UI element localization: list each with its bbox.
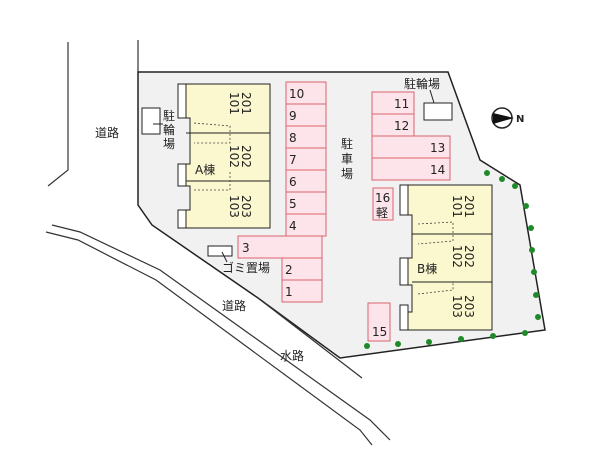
unit-b-202[interactable]: 202 xyxy=(462,245,476,268)
bike-parking-top xyxy=(423,89,453,121)
unit-b-102[interactable]: 102 xyxy=(450,245,464,268)
north-arrow-icon xyxy=(491,107,514,129)
bike-parking-left-label-1: 駐 xyxy=(163,108,175,123)
north-label: N xyxy=(516,114,524,125)
parking-space-4[interactable]: 4 xyxy=(289,219,297,233)
building-b-units: 201 101 202 102 203 103 xyxy=(450,195,476,318)
unit-b-203[interactable]: 203 xyxy=(462,295,476,318)
waterway-label: 水路 xyxy=(280,348,304,363)
parking-space-12[interactable]: 12 xyxy=(394,119,409,133)
unit-a-201[interactable]: 201 xyxy=(239,92,253,115)
parking-space-15[interactable]: 15 xyxy=(372,325,387,339)
road-label-bottom: 道路 xyxy=(222,298,246,313)
unit-b-201[interactable]: 201 xyxy=(462,195,476,218)
bottom-road xyxy=(45,224,391,446)
parking-space-16[interactable]: 16 xyxy=(375,191,390,205)
building-a[interactable] xyxy=(177,83,271,229)
parking-column-left xyxy=(237,81,327,303)
parking-space-16-kei: 軽 xyxy=(376,206,388,220)
bike-parking-left-label-3: 場 xyxy=(163,137,175,151)
parking-space-3[interactable]: 3 xyxy=(242,241,250,255)
parking-space-8[interactable]: 8 xyxy=(289,131,297,145)
parking-space-7[interactable]: 7 xyxy=(289,153,297,167)
unit-b-103[interactable]: 103 xyxy=(450,295,464,318)
parking-space-10[interactable]: 10 xyxy=(289,87,304,101)
bike-parking-left-label-2: 輪 xyxy=(163,122,175,137)
parking-space-1[interactable]: 1 xyxy=(285,285,293,299)
left-road xyxy=(47,40,139,187)
parking-lot-label-3: 場 xyxy=(341,167,353,181)
parking-space-11[interactable]: 11 xyxy=(394,97,409,111)
parking-space-2[interactable]: 2 xyxy=(285,263,293,277)
garbage-label: ゴミ置場 xyxy=(222,260,270,275)
parking-space-5[interactable]: 5 xyxy=(289,197,297,211)
bike-parking-top-label: 駐輪場 xyxy=(404,76,440,91)
unit-b-101[interactable]: 101 xyxy=(450,195,464,218)
unit-a-101[interactable]: 101 xyxy=(227,92,241,115)
building-a-units: 201 101 202 102 203 103 xyxy=(227,92,253,218)
unit-a-202[interactable]: 202 xyxy=(239,145,253,168)
parking-lot-label-2: 車 xyxy=(341,152,353,166)
parking-numbers: 10 9 8 7 6 5 4 3 2 1 11 12 13 14 16 軽 15 xyxy=(242,87,445,339)
road-label-left: 道路 xyxy=(95,125,119,140)
parking-space-14[interactable]: 14 xyxy=(430,163,445,177)
garbage-area xyxy=(207,245,233,263)
parking-space-9[interactable]: 9 xyxy=(289,109,297,123)
building-b[interactable] xyxy=(399,184,493,331)
unit-a-203[interactable]: 203 xyxy=(239,195,253,218)
building-a-name: A棟 xyxy=(195,162,215,177)
unit-a-102[interactable]: 102 xyxy=(227,145,241,168)
unit-a-103[interactable]: 103 xyxy=(227,195,241,218)
parking-lot-label-1: 駐 xyxy=(341,136,353,151)
parking-group-top xyxy=(367,91,451,342)
parking-space-13[interactable]: 13 xyxy=(430,141,445,155)
tree-row xyxy=(364,170,541,349)
bike-parking-left xyxy=(141,107,163,135)
parking-space-6[interactable]: 6 xyxy=(289,175,297,189)
building-b-name: B棟 xyxy=(417,261,437,276)
